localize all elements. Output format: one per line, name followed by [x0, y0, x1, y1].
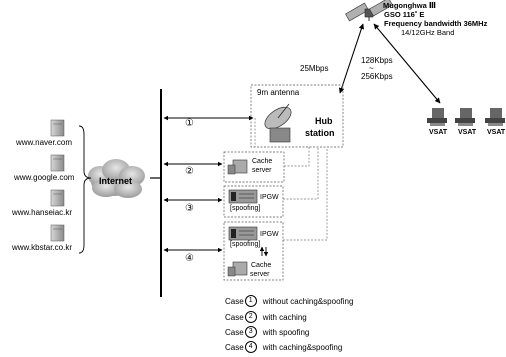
internet-cloud-icon: [88, 159, 145, 198]
internet-label: Internet: [99, 176, 133, 186]
satellite-band: 14/12GHz Band: [401, 28, 455, 37]
vsat-label-1: VSAT: [429, 129, 448, 136]
ipgw-label-2: [spoofing]: [230, 205, 261, 212]
downlink-rate-sep: ~: [369, 64, 374, 73]
uplink-arrow: [338, 23, 365, 94]
legend-item-4: Case 4 with caching&spoofing: [225, 341, 342, 353]
vsat-label-3: VSAT: [487, 129, 506, 136]
ipgw-cache-label-3: Cache: [251, 262, 272, 269]
site-label-naver: www.naver.com: [16, 138, 73, 147]
site-label-kbstar: www.kbstar.co.kr: [12, 243, 73, 252]
ipgw-cache-box: [223, 221, 284, 281]
legend-prefix: Case: [225, 312, 244, 322]
case-marker-2: ②: [185, 166, 194, 177]
ipgw-icon: [228, 189, 258, 204]
downlink-arrow: [373, 23, 441, 104]
ipgw-cache-label-2: [spoofing]: [230, 241, 261, 248]
web-server-icon-4: [50, 224, 65, 242]
case-marker-3: ③: [185, 203, 194, 214]
case-marker-1: ①: [185, 118, 194, 129]
hub-connectors: [254, 118, 328, 241]
satellite-name: Mugonghwa Ⅲ: [383, 1, 436, 10]
site-label-google: www.google.com: [14, 173, 75, 182]
legend-text-4: with caching&spoofing: [262, 342, 343, 352]
ipgw-icon-2: [228, 226, 258, 241]
legend-text-1: without caching&spoofing: [262, 296, 354, 306]
legend-num-1: 1: [244, 295, 257, 307]
downlink-rate-high-label: 256Kbps: [361, 72, 393, 81]
web-server-icon-2: [50, 154, 65, 172]
vsat-terminal-2: [455, 108, 475, 126]
legend-prefix: Case: [225, 342, 244, 352]
up-down-arrows-icon: [259, 246, 269, 257]
case-marker-4: ④: [185, 253, 194, 264]
legend-prefix: Case: [225, 296, 244, 306]
uplink-rate-label: 25Mbps: [300, 64, 329, 73]
vsat-label-2: VSAT: [458, 129, 477, 136]
cache-server-label-1: Cache: [252, 158, 273, 165]
legend-num-4: 4: [244, 341, 257, 353]
legend-num-2: 2: [244, 311, 257, 323]
web-server-icon-1: [50, 119, 65, 137]
station-label: station: [305, 128, 335, 138]
sites-bracket: [78, 125, 92, 254]
legend-item-3: Case 3 with spoofing: [225, 326, 309, 338]
downlink-rate-low-label: 128Kbps: [361, 56, 393, 65]
legend-text-3: with spoofing: [262, 327, 310, 337]
legend-item-1: Case 1 without caching&spoofing: [225, 295, 353, 307]
ipgw-cache-label-4: server: [250, 271, 270, 278]
ipgw-label-1: IPGW: [260, 194, 279, 201]
antenna-label: 9m antenna: [257, 88, 300, 97]
ipgw-box: [223, 185, 284, 218]
cache-server-icon-2: [227, 261, 248, 277]
legend-prefix: Case: [225, 327, 244, 337]
legend-text-2: with caching: [262, 312, 307, 322]
satellite-orbit: GSO 116˚ E: [384, 10, 425, 19]
hub-label: Hub: [315, 116, 333, 126]
antenna-icon: [264, 103, 292, 143]
cache-server-icon: [227, 159, 248, 175]
ipgw-cache-label-1: IPGW: [260, 231, 279, 238]
vsat-terminal-3: [485, 108, 505, 126]
legend-item-2: Case 2 with caching: [225, 311, 307, 323]
satellite-icon: [345, 0, 393, 22]
cache-server-box: [223, 151, 285, 183]
web-server-icon-3: [50, 189, 65, 207]
vsat-terminal-1: [427, 108, 447, 126]
site-label-hanseiac: www.hanseiac.kr: [12, 208, 73, 217]
satellite-bandwidth: Frequency bandwidth 36MHz: [384, 19, 488, 28]
legend-num-3: 3: [244, 326, 257, 338]
cache-server-label-2: server: [252, 167, 272, 174]
